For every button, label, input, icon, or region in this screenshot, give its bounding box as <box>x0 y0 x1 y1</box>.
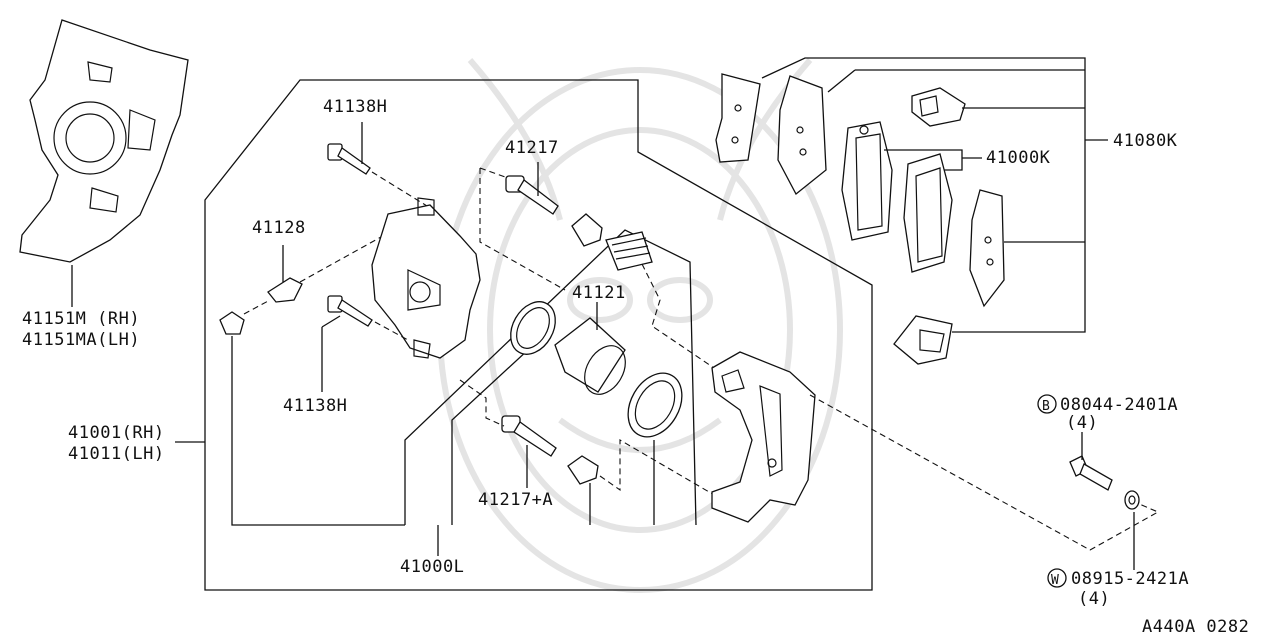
label-washer-w: 08915-2421A <box>1071 569 1189 589</box>
mounting-bolt <box>1069 455 1113 491</box>
brake-pad-inner <box>903 153 953 273</box>
piston-seal <box>510 301 556 355</box>
label-splash-guard-lh: 41151MA(LH) <box>22 330 140 350</box>
label-bolt-b-mark: B <box>1042 399 1050 414</box>
bleeder-cap <box>219 311 245 335</box>
pad-retainer-top <box>911 87 966 127</box>
bolt-b-mark-circle <box>1037 394 1057 414</box>
label-bolt-b-qty: (4) <box>1066 413 1098 433</box>
label-caliper-lh: 41011(LH) <box>68 444 165 464</box>
label-pad-kit: 41000K <box>986 148 1051 168</box>
caliper-body <box>371 197 481 359</box>
splash-guard <box>19 19 189 263</box>
bleeder-screw <box>267 277 303 303</box>
dust-boot <box>627 372 683 438</box>
label-bleeder: 41128 <box>252 218 306 238</box>
piston <box>554 317 626 395</box>
label-bolt-upper: 41138H <box>323 97 387 117</box>
bolt-upper <box>327 143 371 175</box>
label-bolt-lower: 41138H <box>283 396 347 416</box>
label-washer-w-mark: W <box>1051 573 1059 588</box>
diagram-code: A440A 0282 <box>1142 617 1249 637</box>
inner-shim <box>777 75 827 195</box>
seal-kit-frame-inner <box>451 324 556 525</box>
outer-shim <box>715 73 761 163</box>
pad-shim <box>969 189 1005 308</box>
bolt-lower <box>327 295 373 327</box>
brake-pad-outer <box>841 121 893 241</box>
pin-boot-lower <box>567 455 599 485</box>
label-pad-hardware: 41080K <box>1113 131 1178 151</box>
label-bolt-b: 08044-2401A <box>1060 395 1178 415</box>
label-pin-upper: 41217 <box>505 138 559 158</box>
washer <box>1124 490 1140 510</box>
label-caliper-rh: 41001(RH) <box>68 423 165 443</box>
label-seal-kit: 41000L <box>400 557 464 577</box>
pin-boot-upper <box>571 213 603 247</box>
label-washer-w-qty: (4) <box>1078 589 1110 609</box>
pad-retainer-bottom <box>893 315 953 365</box>
pin-spring <box>605 231 653 271</box>
seal-kit-frame <box>404 229 697 526</box>
label-splash-guard-rh: 41151M (RH) <box>22 309 140 329</box>
label-pin-lower: 41217+A <box>478 490 553 510</box>
torque-member <box>711 351 816 523</box>
pin-upper <box>505 175 559 215</box>
pin-lower <box>501 415 557 457</box>
label-piston: 41121 <box>572 283 626 303</box>
caliper-assembly-frame <box>204 79 873 591</box>
washer-w-mark-circle <box>1047 568 1067 588</box>
